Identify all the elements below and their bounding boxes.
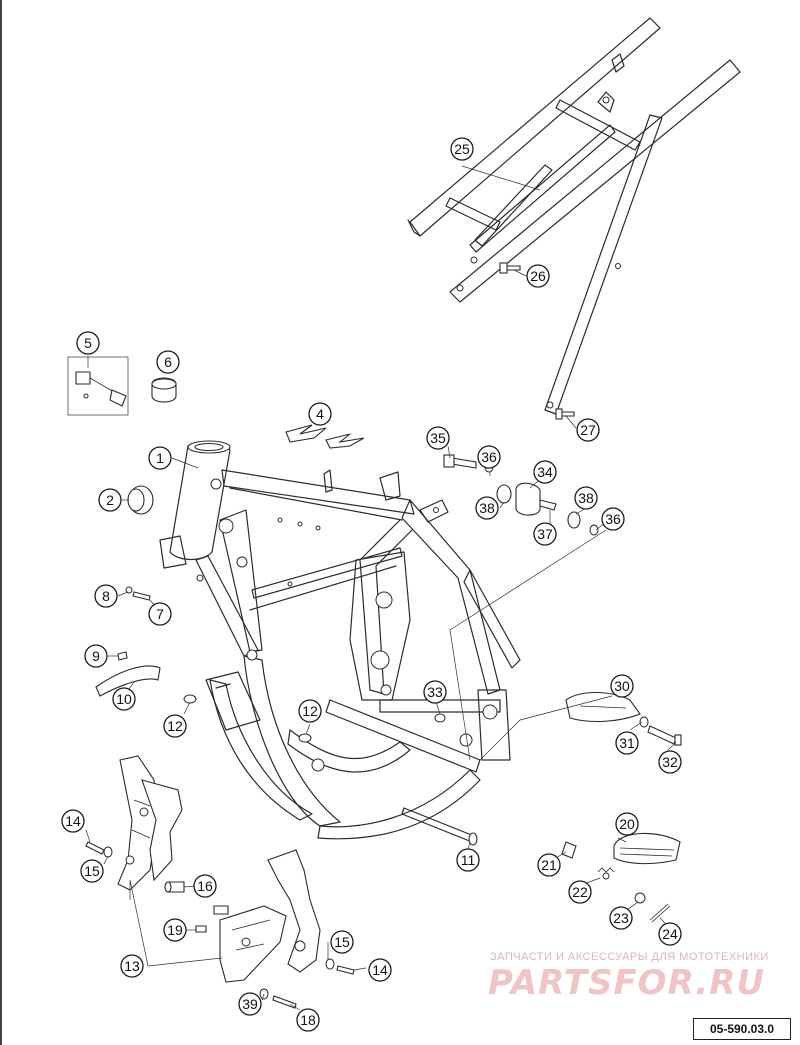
svg-text:5: 5 xyxy=(84,335,92,351)
callout-27: 27 xyxy=(576,418,600,442)
svg-text:13: 13 xyxy=(124,958,140,974)
svg-text:12: 12 xyxy=(302,703,318,719)
callout-22: 22 xyxy=(568,880,592,904)
drawing-reference-number: 05-590.03.0 xyxy=(693,1018,791,1040)
callout-18: 18 xyxy=(296,1008,320,1032)
callout-38-right: 38 xyxy=(574,486,598,510)
callout-9: 9 xyxy=(84,644,108,668)
leader-lines xyxy=(85,165,677,1011)
callout-12-center: 12 xyxy=(298,699,322,723)
svg-text:11: 11 xyxy=(461,852,476,868)
svg-text:15: 15 xyxy=(334,934,350,950)
svg-text:18: 18 xyxy=(300,1012,316,1028)
svg-text:22: 22 xyxy=(572,884,588,900)
page-edge-line xyxy=(0,0,2,1045)
svg-text:1: 1 xyxy=(156,450,164,466)
svg-text:37: 37 xyxy=(537,526,553,542)
svg-text:8: 8 xyxy=(102,588,110,604)
callout-14-right: 14 xyxy=(368,958,392,982)
callout-34: 34 xyxy=(533,460,557,484)
svg-text:32: 32 xyxy=(662,754,678,770)
svg-text:10: 10 xyxy=(116,691,132,707)
callout-7: 7 xyxy=(148,602,172,626)
svg-text:23: 23 xyxy=(613,910,629,926)
svg-text:33: 33 xyxy=(427,684,443,700)
svg-text:35: 35 xyxy=(430,430,446,446)
callout-25: 25 xyxy=(450,137,474,161)
subframe-drawing xyxy=(407,17,741,420)
callout-24: 24 xyxy=(658,922,682,946)
svg-text:39: 39 xyxy=(242,996,258,1012)
callout-6: 6 xyxy=(156,350,180,374)
svg-text:38: 38 xyxy=(578,490,594,506)
svg-text:4: 4 xyxy=(316,406,324,422)
svg-text:26: 26 xyxy=(530,268,546,284)
svg-text:31: 31 xyxy=(619,735,635,751)
callout-36-upper: 36 xyxy=(477,445,501,469)
callout-20: 20 xyxy=(615,812,639,836)
svg-text:14: 14 xyxy=(372,962,388,978)
svg-text:14: 14 xyxy=(65,813,81,829)
svg-text:6: 6 xyxy=(164,354,172,370)
callout-4: 4 xyxy=(308,402,332,426)
callout-19: 19 xyxy=(163,918,187,942)
svg-text:36: 36 xyxy=(481,449,497,465)
callout-5: 5 xyxy=(76,331,100,355)
callout-14-left: 14 xyxy=(61,809,85,833)
svg-text:20: 20 xyxy=(619,816,635,832)
svg-text:7: 7 xyxy=(156,606,164,622)
callout-37: 37 xyxy=(533,522,557,546)
svg-text:2: 2 xyxy=(106,492,114,508)
callout-16: 16 xyxy=(193,874,217,898)
svg-text:15: 15 xyxy=(84,863,100,879)
callout-26: 26 xyxy=(526,264,550,288)
small-parts-drawing xyxy=(67,356,682,933)
callout-23: 23 xyxy=(609,906,633,930)
svg-text:34: 34 xyxy=(537,464,553,480)
callout-15-right: 15 xyxy=(330,930,354,954)
callout-32: 32 xyxy=(658,750,682,774)
callout-39: 39 xyxy=(238,992,262,1016)
callout-21: 21 xyxy=(537,853,561,877)
svg-text:30: 30 xyxy=(614,678,630,694)
svg-text:21: 21 xyxy=(541,857,557,873)
callout-30: 30 xyxy=(610,674,634,698)
svg-text:25: 25 xyxy=(454,141,470,157)
callout-1: 1 xyxy=(148,446,172,470)
callout-35: 35 xyxy=(426,426,450,450)
svg-text:9: 9 xyxy=(92,648,100,664)
svg-text:36: 36 xyxy=(605,511,621,527)
svg-text:19: 19 xyxy=(167,922,183,938)
svg-text:38: 38 xyxy=(479,500,495,516)
callout-13: 13 xyxy=(120,954,144,978)
callout-15-left: 15 xyxy=(80,859,104,883)
watermark-tagline: ЗАПЧАСТИ И АКСЕССУАРЫ ДЛЯ МОТОТЕХНИКИ xyxy=(490,951,769,963)
callout-2: 2 xyxy=(98,488,122,512)
callout-31: 31 xyxy=(615,731,639,755)
callout-38-left: 38 xyxy=(475,496,499,520)
callout-36-lower: 36 xyxy=(601,507,625,531)
callout-10: 10 xyxy=(112,687,136,711)
watermark-logo: PARTSFOR.RU xyxy=(488,963,766,1003)
svg-text:12: 12 xyxy=(167,718,183,734)
callout-12-left: 12 xyxy=(163,714,187,738)
callout-8: 8 xyxy=(94,584,118,608)
svg-text:16: 16 xyxy=(197,878,213,894)
svg-text:24: 24 xyxy=(662,926,678,942)
callout-33: 33 xyxy=(423,680,447,704)
frame-guards-drawing xyxy=(85,755,355,1009)
callout-11: 11 xyxy=(456,848,480,872)
svg-text:27: 27 xyxy=(580,422,596,438)
main-frame-drawing xyxy=(159,440,521,846)
